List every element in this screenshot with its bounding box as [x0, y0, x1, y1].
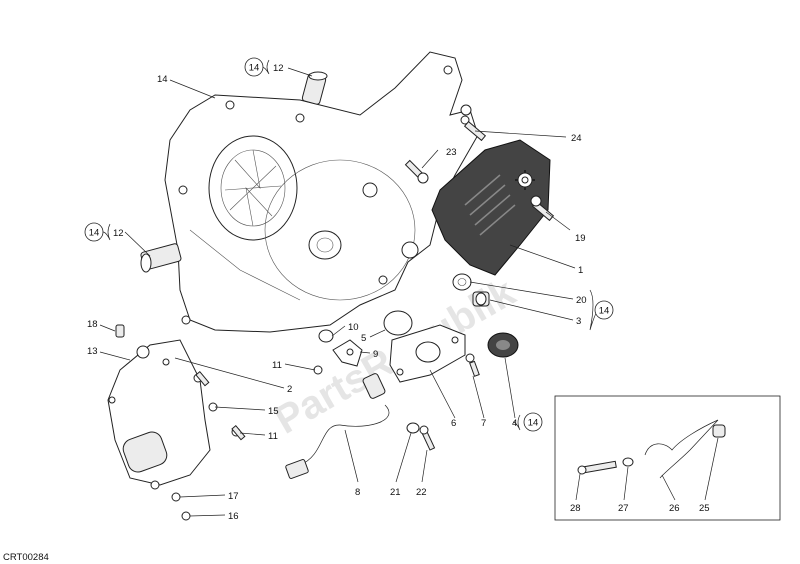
washer-27 — [622, 457, 634, 467]
callout-1: 1 — [578, 265, 583, 276]
screw-22 — [419, 425, 436, 451]
kit-ref-4: 14 — [523, 412, 543, 432]
callout-10: 10 — [348, 322, 359, 333]
spacer-3 — [472, 291, 490, 307]
water-pump-cover — [107, 339, 211, 490]
callout-11-upper: 11 — [272, 360, 282, 371]
diagram-id: CRT00284 — [3, 552, 49, 563]
callout-12-left: 12 — [113, 228, 124, 239]
callout-26: 26 — [669, 503, 680, 514]
callout-2: 2 — [287, 384, 292, 395]
washer-21 — [406, 422, 420, 434]
washer-10 — [318, 329, 334, 343]
sprocket-cover — [431, 139, 551, 276]
clip-26 — [644, 419, 719, 479]
svg-text:14: 14 — [89, 228, 100, 239]
callout-labels: 14 12 12 24 23 19 1 20 3 10 5 9 11 2 15 … — [87, 63, 710, 522]
leader-lines — [99, 67, 719, 517]
callout-24: 24 — [571, 133, 582, 144]
callout-13: 13 — [87, 346, 98, 357]
plate-6 — [389, 324, 466, 383]
callout-8: 8 — [355, 487, 360, 498]
svg-text:14: 14 — [249, 63, 260, 74]
callout-12-upper: 12 — [273, 63, 284, 74]
gear-icon — [515, 170, 535, 190]
callout-22: 22 — [416, 487, 427, 498]
washer-20 — [452, 273, 472, 291]
kit-ref-12-left: 14 — [84, 222, 104, 242]
o-ring-5 — [383, 310, 413, 336]
callout-27: 27 — [618, 503, 629, 514]
screw-7 — [465, 353, 480, 377]
callout-20: 20 — [576, 295, 587, 306]
callout-23: 23 — [446, 147, 457, 158]
pin-18 — [115, 324, 125, 338]
callout-21: 21 — [390, 487, 401, 498]
callout-3: 3 — [576, 316, 581, 327]
kit-ref-20-3: 14 — [594, 300, 614, 320]
sensor-8 — [285, 373, 390, 479]
callout-19: 19 — [575, 233, 586, 244]
callout-9: 9 — [373, 349, 378, 360]
inset-box — [554, 395, 781, 521]
kit-ref-12-upper: 14 — [244, 57, 264, 77]
callout-28: 28 — [570, 503, 581, 514]
bolt-19 — [530, 195, 555, 222]
svg-text:14: 14 — [528, 418, 539, 429]
callout-16: 16 — [228, 511, 239, 522]
callout-14: 14 — [157, 74, 168, 85]
callout-6: 6 — [451, 418, 456, 429]
fitting-12-left — [140, 243, 182, 273]
callout-25: 25 — [699, 503, 710, 514]
callout-11-lower: 11 — [268, 431, 278, 442]
callout-18: 18 — [87, 319, 98, 330]
callout-17: 17 — [228, 491, 239, 502]
callout-5: 5 — [361, 333, 366, 344]
sleeve-25 — [712, 424, 726, 438]
bolt-23 — [404, 159, 429, 184]
callout-7: 7 — [481, 418, 486, 429]
bolt-28 — [577, 460, 617, 475]
engine-cover — [164, 51, 479, 333]
bracket-9 — [332, 339, 363, 367]
kit-brackets — [102, 59, 600, 431]
pump-bolts — [162, 358, 323, 521]
fitting-12-upper — [301, 71, 328, 105]
callout-4: 4 — [512, 418, 517, 429]
seal-4 — [487, 332, 519, 358]
svg-text:14: 14 — [599, 306, 610, 317]
callout-15: 15 — [268, 406, 279, 417]
